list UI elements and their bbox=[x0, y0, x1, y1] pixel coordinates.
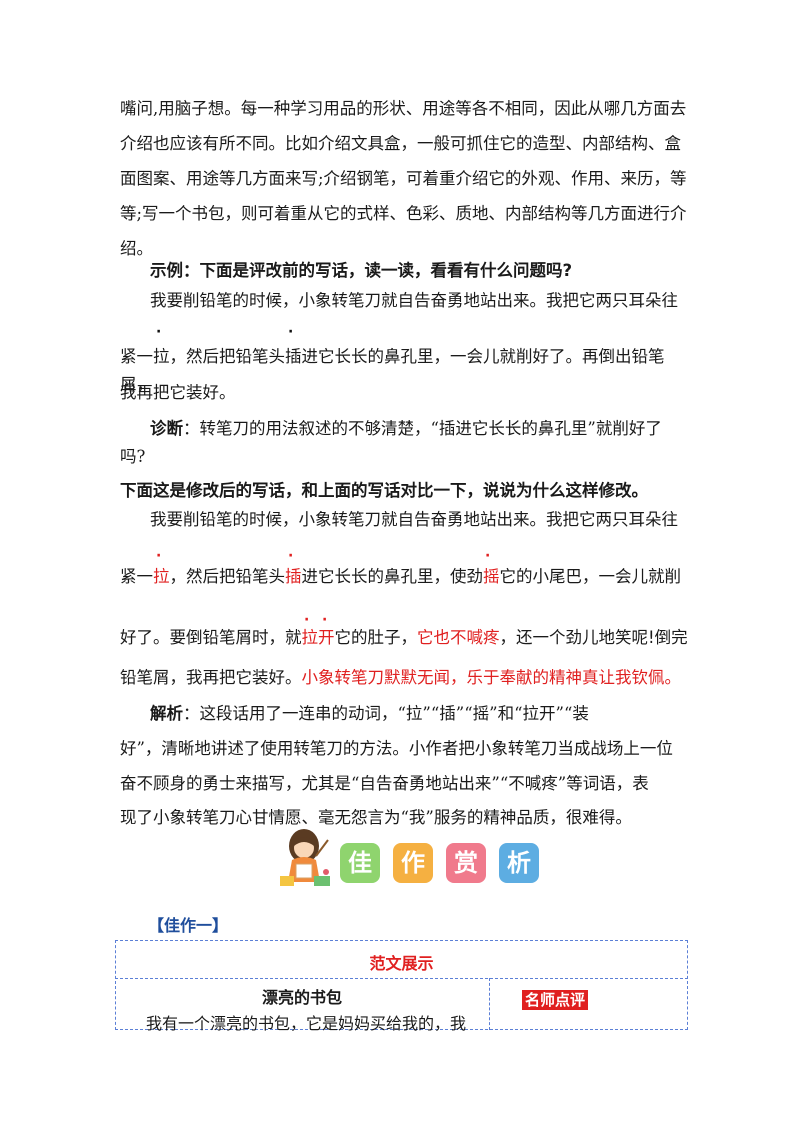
text-run: 铅笔屑，我再把它装好。 bbox=[120, 668, 302, 687]
text-run: ，然后把铅笔头 bbox=[169, 567, 286, 586]
revised-line-3: 好了。要倒铅笔屑时，就拉开它的肚子，它也不喊疼，还一个劲儿地笑呢!倒完 bbox=[120, 624, 690, 652]
emphasis-dot: · bbox=[322, 612, 328, 628]
emphasis-dot: · bbox=[288, 324, 294, 340]
highlight-phrase: 它也不喊疼 bbox=[417, 628, 500, 647]
intro-line-2: 介绍也应该有所不同。比如介绍文具盒，一般可抓住它的造型、内部结构、盒 bbox=[120, 134, 681, 153]
essay-line-1: 我有一个漂亮的书包，它是妈妈买给我的，我 bbox=[146, 1014, 467, 1033]
example-line-1: 我要削铅笔的时候，小象转笔刀就自告奋勇地站出来。我把它两只耳朵往 bbox=[150, 291, 678, 310]
text-run: 它的小尾巴，一会儿就削 bbox=[499, 567, 682, 586]
revised-line-2: 紧一拉，然后把铅笔头插进它长长的鼻孔里，使劲摇它的小尾巴，一会儿就削 bbox=[120, 563, 690, 591]
diagnosis-text-cont: 吗? bbox=[120, 447, 146, 466]
analysis-label: 解析 bbox=[150, 704, 183, 723]
example-heading: 示例：下面是评改前的写话，读一读，看看有什么问题吗? bbox=[150, 261, 573, 280]
diagnosis-label: 诊断 bbox=[150, 419, 183, 438]
diagnosis-text: ：转笔刀的用法叙述的不够清楚，“插进它长长的鼻孔里”就削好了 bbox=[183, 419, 662, 438]
intro-line-3: 面图案、用途等几方面来写;介绍钢笔，可着重介绍它的外观、作用、来历，等 bbox=[120, 169, 687, 188]
banner-tile: 作 bbox=[393, 843, 433, 883]
revised-line-4: 铅笔屑，我再把它装好。小象转笔刀默默无闻，乐于奉献的精神真让我钦佩。 bbox=[120, 664, 690, 692]
highlight-sentence: 小象转笔刀默默无闻，乐于奉献的精神真让我钦佩。 bbox=[301, 668, 682, 687]
essay-title: 漂亮的书包 bbox=[261, 988, 342, 1007]
highlight-verb: 拉 bbox=[153, 567, 170, 586]
analysis-line-4: 现了小象转笔刀心甘情愿、毫无怨言为“我”服务的精神品质，很难得。 bbox=[120, 808, 632, 827]
highlight-verb: 拉开 bbox=[301, 628, 335, 647]
text-run: 好了。要倒铅笔屑时，就 bbox=[120, 628, 302, 647]
emphasis-dot: · bbox=[156, 324, 162, 340]
banner-tile: 赏 bbox=[446, 843, 486, 883]
highlight-verb: 摇 bbox=[483, 567, 500, 586]
intro-line-4: 等;写一个书包，则可着重从它的式样、色彩、质地、内部结构等几方面进行介 bbox=[120, 204, 687, 223]
analysis-line-2: 好”，清晰地讲述了使用转笔刀的方法。小作者把小象转笔刀当成战场上一位 bbox=[120, 739, 673, 758]
table-divider bbox=[489, 978, 490, 1030]
text-run: 紧一 bbox=[120, 567, 153, 586]
text-run: ，还一个劲儿地笑呢!倒完 bbox=[499, 628, 688, 647]
intro-line-1: 嘴问,用脑子想。每一种学习用品的形状、用途等各不相同，因此从哪几方面去 bbox=[120, 99, 687, 118]
highlight-verb: 插 bbox=[285, 567, 302, 586]
girl-reading-illustration bbox=[280, 829, 330, 886]
emphasis-dot: · bbox=[304, 612, 310, 628]
sample-table bbox=[115, 940, 688, 1030]
text-run: 进它长长的鼻孔里，使劲 bbox=[301, 567, 484, 586]
sample-label: 【佳作一】 bbox=[148, 916, 229, 935]
example-line-2: 紧一拉，然后把铅笔头插进它长长的鼻孔里，一会儿就削好了。再倒出铅笔屑， bbox=[120, 347, 665, 394]
comment-label: 名师点评 bbox=[522, 990, 589, 1010]
revised-heading: 下面这是修改后的写话，和上面的写话对比一下，说说为什么这样修改。 bbox=[120, 481, 648, 500]
analysis: 解析：这段话用了一连串的动词，“拉”“插”“摇”和“拉开”“装 bbox=[150, 700, 720, 728]
emphasis-dot: · bbox=[485, 548, 491, 564]
intro-line-5: 绍。 bbox=[120, 239, 153, 258]
text-run: 它的肚子， bbox=[334, 628, 418, 647]
emphasis-dot: · bbox=[156, 548, 162, 564]
banner-tile: 佳 bbox=[340, 843, 380, 883]
banner-tile: 析 bbox=[499, 843, 539, 883]
diagnosis: 诊断：转笔刀的用法叙述的不够清楚，“插进它长长的鼻孔里”就削好了 bbox=[150, 415, 720, 443]
table-header: 范文展示 bbox=[369, 954, 434, 973]
table-divider bbox=[115, 978, 688, 979]
emphasis-dot: · bbox=[288, 548, 294, 564]
analysis-line-3: 奋不顾身的勇士来描写，尤其是“自告奋勇地站出来”“不喊疼”等词语，表 bbox=[120, 774, 649, 793]
analysis-text: ：这段话用了一连串的动词，“拉”“插”“摇”和“拉开”“装 bbox=[183, 704, 589, 723]
revised-line-1: 我要削铅笔的时候，小象转笔刀就自告奋勇地站出来。我把它两只耳朵往 bbox=[150, 510, 678, 529]
example-line-3: 我再把它装好。 bbox=[120, 383, 236, 402]
